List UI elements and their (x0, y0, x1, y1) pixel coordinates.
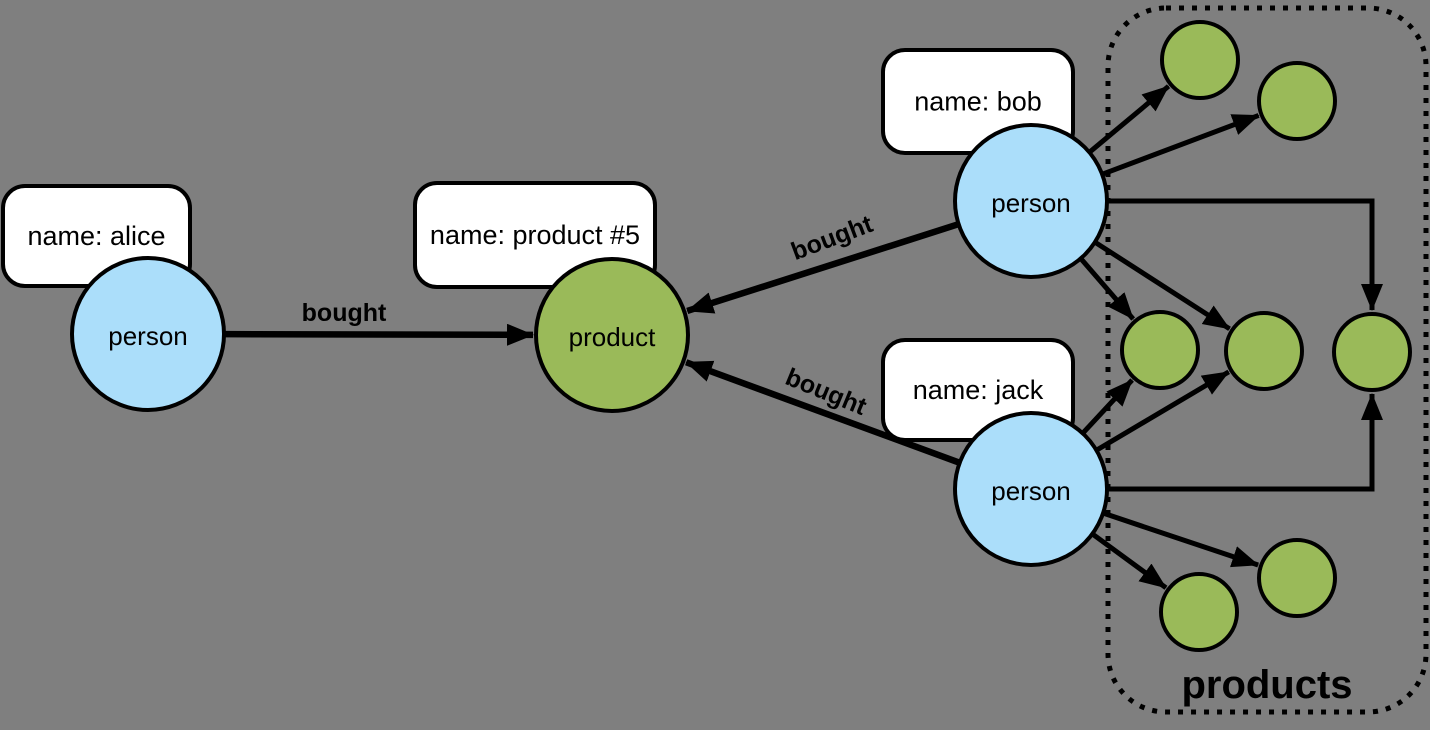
property-label-product5: name: product #5 (430, 220, 640, 250)
node-label-alice: person (108, 321, 188, 351)
edge-jack-product5-bought-arrow (685, 359, 960, 466)
products-group-box (1105, 5, 1429, 715)
edge-bob-p3-arrow (1079, 257, 1136, 321)
edge-label-bought: bought (302, 299, 387, 327)
node-bob-person-circle (953, 123, 1109, 279)
edge-jack-p3-arrow (1081, 378, 1134, 435)
edge-jack-p4-arrow (1095, 369, 1230, 452)
edge-jack-p5-arrow (1107, 393, 1383, 492)
property-label-jack: name: jack (913, 375, 1044, 405)
node-p2-product-circle (1257, 61, 1337, 141)
node-label-bob: person (991, 188, 1071, 218)
edge-jack-p7-arrow (1091, 532, 1168, 590)
node-jack-person-circle (953, 411, 1109, 567)
property-label-alice: name: alice (27, 221, 165, 251)
node-product5-product-circle (534, 257, 690, 413)
node-p4-product-circle (1224, 311, 1304, 391)
edge-alice-product5-bought-arrow (224, 323, 535, 346)
node-p6-product-circle (1257, 538, 1337, 618)
node-label-product5: product (569, 322, 656, 352)
node-p3-product-circle (1120, 310, 1200, 390)
node-p5-product-circle (1332, 312, 1412, 392)
edge-jack-p6-arrow (1103, 511, 1260, 568)
edge-bob-p4-arrow (1094, 240, 1231, 331)
node-alice-person-circle (70, 256, 226, 412)
property-label-bob: name: bob (914, 87, 1042, 117)
node-p7-product-circle (1159, 572, 1239, 652)
edge-bob-p2-arrow (1102, 113, 1260, 177)
edge-bob-p5-arrow (1107, 198, 1383, 311)
node-p1-product-circle (1160, 20, 1240, 100)
edge-bob-p1-arrow (1088, 84, 1171, 154)
products-group-label: products (1181, 663, 1352, 707)
node-label-jack: person (991, 476, 1071, 506)
edge-bob-product5-bought-arrow (686, 221, 959, 315)
